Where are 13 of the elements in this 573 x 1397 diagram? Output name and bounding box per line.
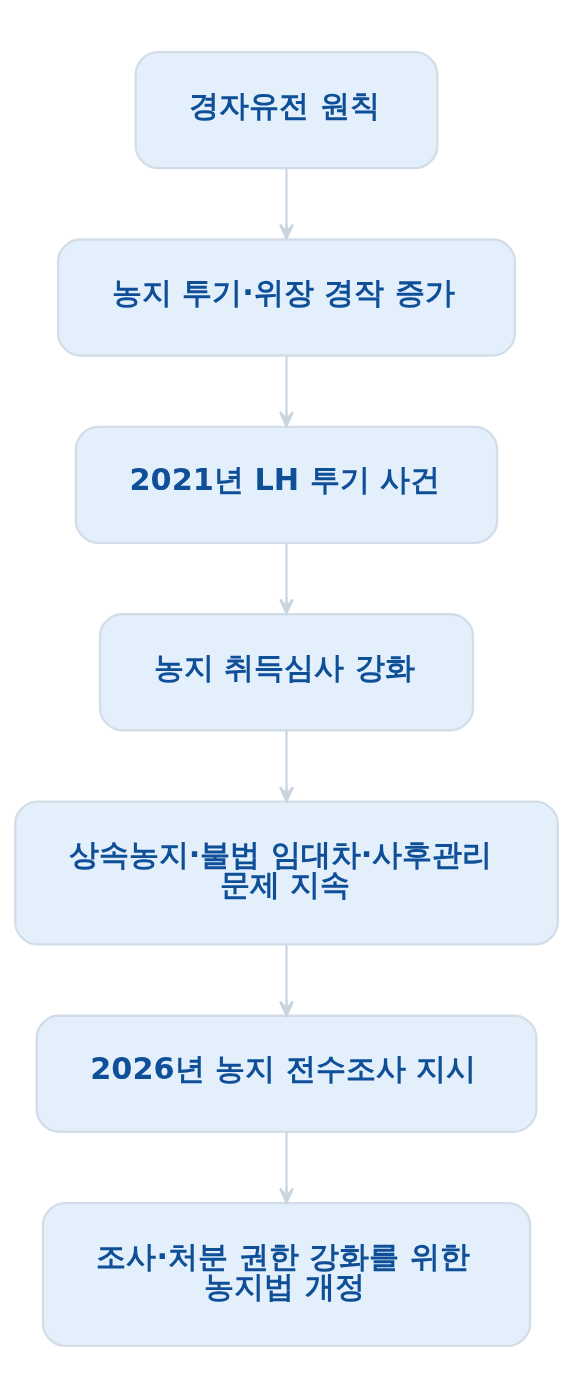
arrow xyxy=(279,944,294,1017)
node-box: 경자유전 원칙 xyxy=(134,50,439,169)
arrow xyxy=(279,542,294,615)
node-box: 2021년 LH 투기 사건 xyxy=(74,425,499,544)
arrow xyxy=(279,355,294,427)
arrow xyxy=(279,1131,294,1204)
node-box: 조사·처분 권한 강화를 위한 농지법 개정 xyxy=(41,1201,532,1347)
node-box: 2026년 농지 전수조사 지시 xyxy=(35,1014,538,1133)
arrow xyxy=(279,730,294,802)
node-box: 농지 취득심사 강화 xyxy=(98,612,475,731)
arrow xyxy=(279,168,294,240)
node-box: 농지 투기·위장 경작 증가 xyxy=(56,237,517,357)
node-box: 상속농지·불법 임대차·사후관리 문제 지속 xyxy=(14,799,559,945)
